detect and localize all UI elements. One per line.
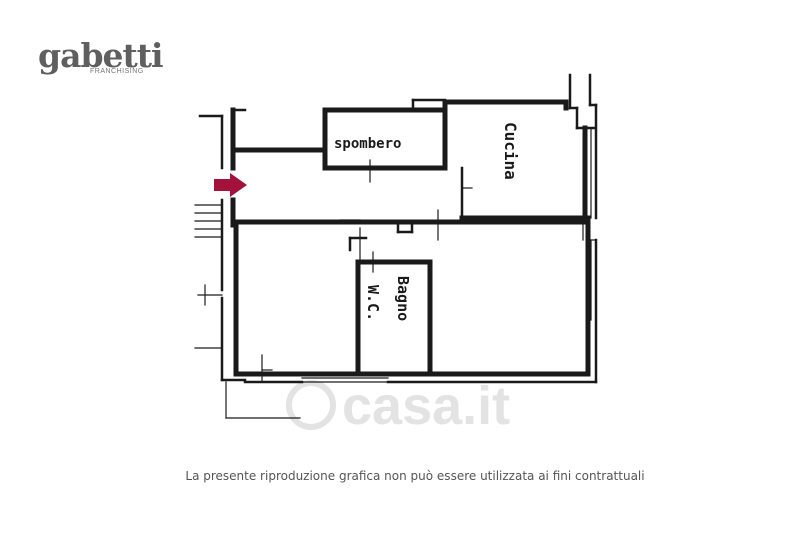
entrance-arrow-icon <box>214 173 247 197</box>
disclaimer-caption: La presente riproduzione grafica non può… <box>185 469 645 483</box>
walls <box>194 73 598 419</box>
gabetti-logo: gabetti FRANCHISING <box>38 38 164 82</box>
room-label-bath: Bagno <box>394 276 412 321</box>
room-label-storage: spombero <box>334 136 401 152</box>
room-label-wc: W.C. <box>364 285 382 321</box>
casa-it-logo-icon <box>286 380 336 430</box>
logo-brand: gabetti <box>38 36 164 75</box>
room-label-kitchen: Cucina <box>501 122 520 180</box>
logo-subtitle: FRANCHISING <box>90 68 144 75</box>
watermark: casa.it <box>286 376 510 436</box>
watermark-text: casa.it <box>342 376 510 436</box>
